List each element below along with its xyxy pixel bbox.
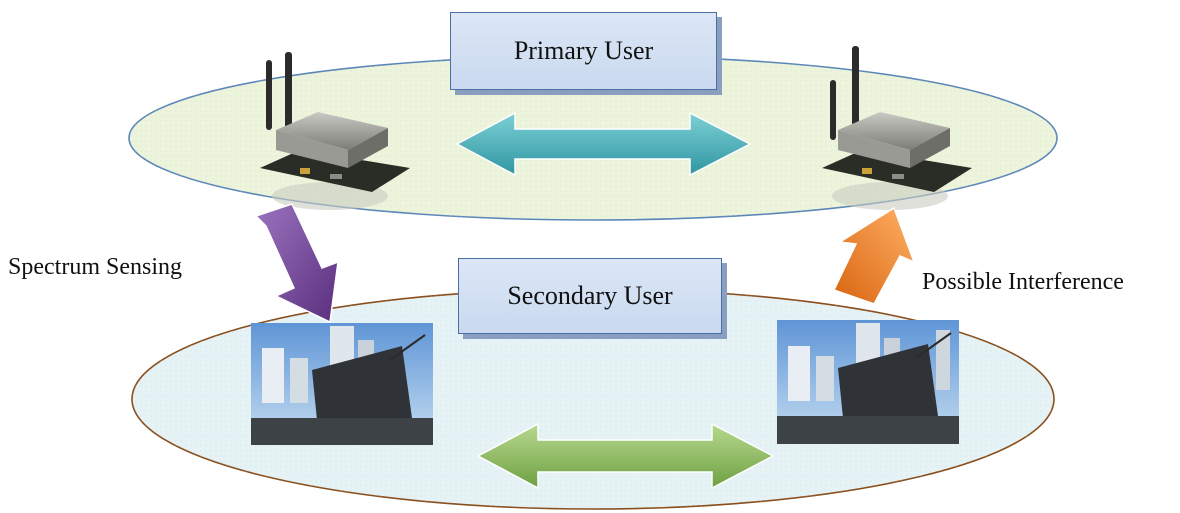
secondary-link-arrow <box>476 422 775 490</box>
primary-link-arrow <box>455 111 752 177</box>
possible-interference-label: Possible Interference <box>922 269 1124 295</box>
primary-user-label: Primary User <box>450 12 717 90</box>
secondary-user-text: Secondary User <box>507 281 673 310</box>
laptop-photo-icon <box>777 320 959 444</box>
primary-user-text: Primary User <box>513 36 654 65</box>
interference-arrow <box>832 206 916 305</box>
spectrum-sensing-label: Spectrum Sensing <box>8 254 182 280</box>
radio-device-icon <box>822 46 972 210</box>
spectrum-sensing-arrow <box>254 203 339 324</box>
radio-device-icon <box>260 52 410 210</box>
secondary-user-label: Secondary User <box>458 258 722 334</box>
laptop-photo-icon <box>251 323 433 445</box>
